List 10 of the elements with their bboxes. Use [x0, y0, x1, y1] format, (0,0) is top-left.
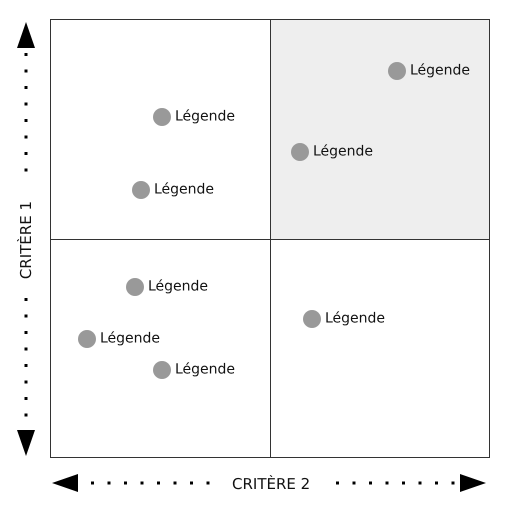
point-label: Légende [148, 278, 208, 296]
point-label: Légende [313, 144, 374, 160]
point-label: Légende [175, 362, 236, 378]
axis-title: CRITÈRE 2 [232, 475, 310, 493]
point-label: Légende [154, 182, 214, 198]
point-label: Légende [325, 310, 386, 328]
point-label: Légende [100, 330, 160, 348]
point-label: Légende [410, 62, 470, 80]
point-label: Légende [175, 108, 236, 126]
axis-title: CRITÈRE 1 [17, 201, 35, 280]
